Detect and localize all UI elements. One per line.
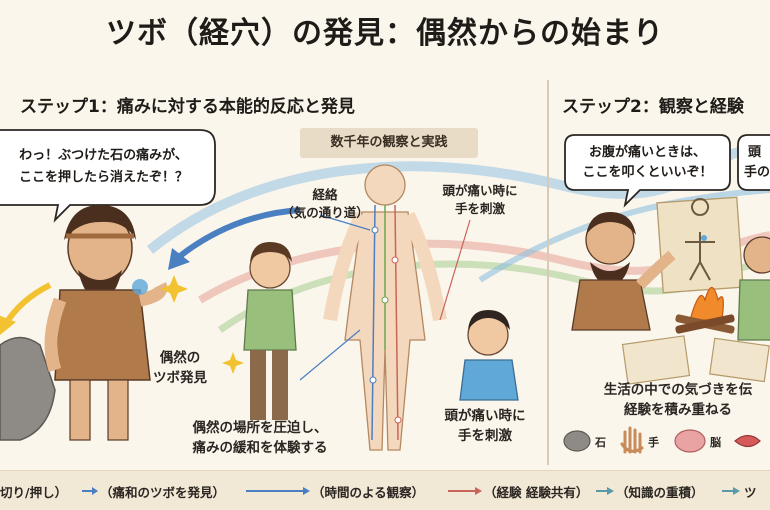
discovery-label-line2: ツボ発見 (153, 370, 207, 386)
flow-step-4: （経験 経験共有） (484, 485, 589, 500)
flow-arrows (82, 487, 740, 495)
person-step2 (737, 236, 770, 341)
lips-icon (734, 434, 761, 448)
speech-bubble-step2 (564, 134, 731, 208)
stone-icon (563, 430, 591, 452)
flow-step-2: （痛和のツボを発見） (100, 485, 226, 500)
ground-drawing-2 (709, 337, 770, 383)
step2-caption-line2: 経験を積み重ねる (624, 402, 732, 418)
headache-top-line1: 頭が痛い時に (442, 183, 518, 198)
caveman-step1 (44, 205, 168, 441)
hand-icon-label: 手 (648, 436, 659, 449)
brain-icon-label: 脳 (710, 436, 721, 449)
meridian-label-line1: 経絡 (312, 187, 338, 202)
brain-icon (674, 429, 706, 453)
leader-headache-top (439, 219, 471, 321)
step1-bubble-line1: わっ！ぶつけた石の痛みが、 (19, 148, 188, 163)
parchment-figure (685, 198, 715, 281)
leader-pressure (299, 329, 361, 381)
page-title: ツボ（経穴）の発見：偶然からの始まり (106, 16, 664, 51)
campfire (675, 286, 735, 334)
process-flow-bar: 切り/押し） （痛和のツボを発見） （時間のよる観察） （経験 経験共有） （知… (0, 470, 770, 510)
headache-bottom-line2: 手を刺激 (458, 428, 512, 444)
speech-bubble-step2-b (737, 134, 770, 191)
step2-bubble-line1: お腹が痛いときは、 (588, 145, 706, 160)
leader-meridian (319, 214, 371, 231)
sparkle-1 (160, 275, 188, 303)
step2-bubble2-line1: 頭 (748, 145, 762, 160)
sparkle-2 (222, 352, 244, 374)
woman-figure (243, 242, 297, 420)
rock (0, 336, 56, 441)
pressure-label-line1: 偶然の場所を圧迫し、 (192, 420, 328, 436)
hand-icon (620, 426, 644, 454)
step2-bubble2-line2: 手の (744, 165, 770, 180)
center-banner: 数千年の観察と実践 (300, 128, 478, 158)
flow-step-6: ツ (744, 485, 757, 500)
step2-bubble-line2: ここを叩くといいぞ！ (582, 165, 713, 180)
meridian-body (323, 164, 447, 451)
arrow-yellow-head (0, 315, 16, 335)
speech-bubble-step1 (0, 129, 216, 223)
headache-bottom-line1: 頭が痛い時に (444, 408, 526, 424)
flow-step-1: 切り/押し） (0, 485, 68, 500)
arrow-blue-head (168, 248, 190, 270)
pressure-label-line2: 痛みの緩和を体験する (192, 440, 328, 456)
arrow-blue (173, 207, 301, 263)
step2-title: ステップ2：観察と経験 (562, 97, 744, 117)
step2-caption-line1: 生活の中での気づきを伝 (603, 382, 753, 398)
ground-drawing-1 (621, 335, 691, 385)
step1-title: ステップ1：痛みに対する本能的反応と発見 (20, 97, 355, 117)
caveman-step2 (571, 212, 676, 331)
flow-step-3: （時間のよる観察） (312, 485, 425, 500)
headache-top-line2: 手を刺激 (454, 201, 505, 216)
meridian-label-line2: （気の通り道） (281, 205, 369, 220)
arrow-yellow (2, 282, 52, 327)
step1-bubble-line2: ここを押したら消えたぞ！？ (18, 170, 188, 185)
discovery-label-line1: 偶然の (159, 350, 201, 366)
flow-step-5: （知識の重積） (616, 485, 704, 500)
stone-icon-label: 石 (595, 436, 606, 449)
boy-figure (459, 310, 519, 401)
